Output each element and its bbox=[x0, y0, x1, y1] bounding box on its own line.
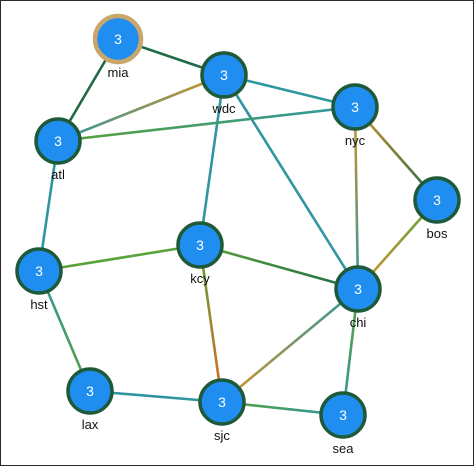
node-circle[interactable] bbox=[66, 367, 114, 415]
node-value: 3 bbox=[54, 133, 62, 149]
node-circle[interactable] bbox=[198, 378, 246, 426]
edge-atl-nyc bbox=[56, 105, 357, 143]
node-circle[interactable] bbox=[34, 117, 82, 165]
edge-kcy-chi bbox=[198, 243, 360, 291]
node-circle[interactable] bbox=[15, 247, 63, 295]
node-wdc[interactable]: 3 wdc bbox=[200, 51, 248, 116]
node-value: 3 bbox=[220, 67, 228, 83]
node-nyc[interactable]: 3 nyc bbox=[331, 83, 379, 148]
edge-wdc-chi bbox=[222, 73, 360, 291]
edge-hst-kcy bbox=[37, 243, 202, 273]
edge-chi-sjc bbox=[220, 287, 360, 404]
node-circle[interactable] bbox=[331, 83, 379, 131]
node-value: 3 bbox=[218, 394, 226, 410]
node-circle[interactable] bbox=[319, 391, 367, 439]
node-value: 3 bbox=[339, 407, 347, 423]
node-kcy[interactable]: 3 kcy bbox=[176, 221, 224, 286]
node-chi[interactable]: 3 chi bbox=[334, 265, 382, 330]
edge-kcy-sjc bbox=[198, 243, 224, 404]
node-lax[interactable]: 3 lax bbox=[66, 367, 114, 432]
node-value: 3 bbox=[433, 192, 441, 208]
node-circle[interactable] bbox=[200, 51, 248, 99]
node-value: 3 bbox=[354, 281, 362, 297]
node-value: 3 bbox=[196, 237, 204, 253]
nodes-layer: 3 mia 3 wdc 3 nyc 3 atl 3 bos 3 kcy 3 hst 3 chi 3 lax 3 sjc… bbox=[15, 13, 461, 456]
edge-nyc-chi bbox=[353, 105, 360, 291]
edges-layer bbox=[37, 37, 439, 417]
node-label: atl bbox=[51, 167, 65, 182]
node-bos[interactable]: 3 bos bbox=[413, 176, 461, 241]
node-label: mia bbox=[108, 65, 130, 80]
node-hst[interactable]: 3 hst bbox=[15, 247, 63, 312]
node-value: 3 bbox=[86, 383, 94, 399]
node-label: sjc bbox=[214, 428, 230, 443]
node-sjc[interactable]: 3 sjc bbox=[198, 378, 246, 443]
node-sea[interactable]: 3 sea bbox=[319, 391, 367, 456]
node-circle[interactable] bbox=[334, 265, 382, 313]
node-value: 3 bbox=[114, 31, 122, 47]
node-label: sea bbox=[333, 441, 355, 456]
node-label: lax bbox=[82, 417, 99, 432]
node-label: hst bbox=[30, 297, 48, 312]
edge-wdc-kcy bbox=[198, 73, 226, 247]
node-circle[interactable] bbox=[413, 176, 461, 224]
node-circle[interactable] bbox=[176, 221, 224, 269]
node-label: kcy bbox=[190, 271, 210, 286]
node-mia[interactable]: 3 mia bbox=[92, 13, 144, 80]
node-label: chi bbox=[350, 315, 367, 330]
node-circle[interactable] bbox=[92, 13, 144, 65]
node-value: 3 bbox=[351, 99, 359, 115]
node-label: bos bbox=[427, 226, 448, 241]
node-label: nyc bbox=[345, 133, 366, 148]
node-value: 3 bbox=[35, 263, 43, 279]
node-label: wdc bbox=[211, 101, 236, 116]
edge-wdc-atl bbox=[56, 73, 226, 143]
node-atl[interactable]: 3 atl bbox=[34, 117, 82, 182]
